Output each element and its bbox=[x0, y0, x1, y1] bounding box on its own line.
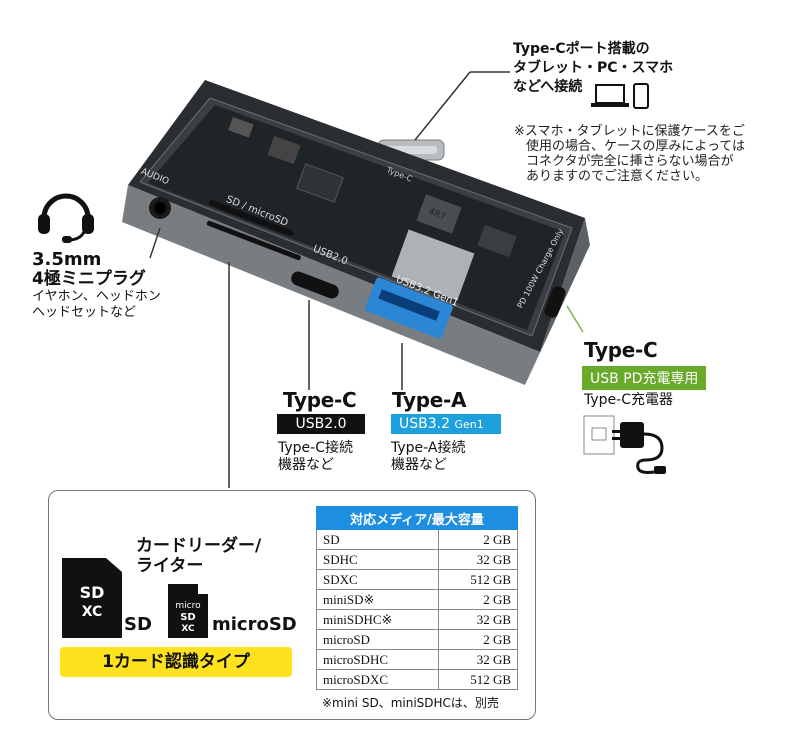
pd-port bbox=[544, 286, 566, 318]
top-note-line1: Type-Cポート搭載の bbox=[513, 41, 650, 57]
usb2-title: Type-C bbox=[283, 388, 357, 412]
card-slots bbox=[206, 199, 301, 261]
table-row: miniSD※2 GB bbox=[316, 589, 519, 610]
media-name-cell: miniSD※ bbox=[316, 589, 439, 610]
usb3-desc1: Type-A接続 bbox=[391, 440, 466, 456]
media-capacity-cell: 512 GB bbox=[437, 669, 519, 690]
case-note-line4: ありますのでご注意ください。 bbox=[526, 169, 709, 184]
sd-card-icon: SD XC bbox=[62, 558, 122, 638]
media-table-header: 対応メディア/最大容量 bbox=[316, 506, 518, 530]
media-capacity-cell: 2 GB bbox=[437, 529, 519, 550]
card-reader-title: カードリーダー/ ライター bbox=[136, 536, 261, 576]
media-capacity-cell: 32 GB bbox=[437, 609, 519, 630]
usb3-title: Type-A bbox=[392, 388, 467, 412]
audio-info: 3.5mm 4極ミニプラグ イヤホン、ヘッドホン ヘッドセットなど bbox=[32, 250, 161, 321]
usb2-badge: USB2.0 bbox=[277, 414, 365, 434]
top-note: Type-Cポート搭載の タブレット・PC・スマホ などへ接続 bbox=[513, 40, 673, 97]
media-capacity-cell: 2 GB bbox=[437, 589, 519, 610]
usb3-badge-main: USB3.2 bbox=[399, 416, 451, 432]
card-reader-title1: カードリーダー/ bbox=[136, 536, 262, 556]
card-recognition-banner: 1カード認識タイプ bbox=[60, 647, 292, 677]
usb2-desc1: Type-C接続 bbox=[278, 440, 353, 456]
svg-text:SD: SD bbox=[80, 583, 105, 602]
usb3-badge: USB3.2 Gen1 bbox=[391, 414, 501, 434]
audio-title2: 4極ミニプラグ bbox=[32, 269, 146, 289]
microsd-card-icon: micro SD XC bbox=[168, 584, 208, 638]
audio-desc1: イヤホン、ヘッドホン bbox=[32, 289, 161, 304]
media-name-cell: microSDHC bbox=[316, 649, 439, 670]
media-name-cell: SDXC bbox=[316, 569, 439, 590]
media-capacity-cell: 512 GB bbox=[437, 569, 519, 590]
usb2-desc: Type-C接続 機器など bbox=[278, 440, 353, 474]
svg-text:micro: micro bbox=[175, 601, 201, 611]
usb3-badge-sub: Gen1 bbox=[454, 418, 484, 431]
media-name-cell: miniSDHC※ bbox=[316, 609, 439, 630]
pd-port-desc: Type-C充電器 bbox=[584, 392, 673, 408]
svg-text:SD: SD bbox=[180, 612, 196, 623]
pd-port-badge: USB PD充電専用 bbox=[582, 366, 707, 390]
pd-port-title: Type-C bbox=[584, 338, 658, 362]
media-name-cell: SD bbox=[316, 529, 439, 550]
case-note-line3: コネクタが完全に挿さらない場合が bbox=[526, 154, 734, 169]
svg-text:XC: XC bbox=[181, 624, 195, 634]
microsd-label: microSD bbox=[212, 614, 297, 635]
audio-title1: 3.5mm bbox=[32, 249, 102, 270]
media-capacity-cell: 32 GB bbox=[437, 549, 519, 570]
card-reader-title2: ライター bbox=[136, 556, 204, 576]
svg-text:XC: XC bbox=[82, 604, 103, 620]
headset-icon bbox=[38, 193, 94, 243]
audio-jack bbox=[149, 197, 171, 219]
laptop-phone-icon bbox=[591, 83, 649, 109]
media-name-cell: SDHC bbox=[316, 549, 439, 570]
case-note: ※スマホ・タブレットに保護ケースをご 使用の場合、ケースの厚みによっては コネク… bbox=[514, 124, 745, 184]
top-note-line2: タブレット・PC・スマホ bbox=[513, 60, 674, 76]
case-note-line1: ※スマホ・タブレットに保護ケースをご bbox=[514, 124, 745, 139]
sd-label: SD bbox=[124, 614, 152, 635]
usb2-desc2: 機器など bbox=[278, 457, 334, 473]
media-name-cell: microSDXC bbox=[316, 669, 439, 690]
media-capacity-cell: 32 GB bbox=[437, 649, 519, 670]
charger-icon bbox=[583, 415, 666, 474]
case-note-line2: 使用の場合、ケースの厚みによっては bbox=[526, 139, 746, 154]
usb-c-port bbox=[291, 271, 339, 299]
top-note-line3: などへ接続 bbox=[513, 79, 583, 95]
usb3-desc: Type-A接続 機器など bbox=[391, 440, 465, 474]
audio-desc2: ヘッドセットなど bbox=[32, 305, 137, 320]
media-footnote: ※mini SD、miniSDHCは、別売 bbox=[322, 696, 499, 710]
table-row: miniSDHC※32 GB bbox=[316, 609, 519, 630]
media-capacity-cell: 2 GB bbox=[437, 629, 519, 650]
media-name-cell: microSD bbox=[316, 629, 439, 650]
usb-a-port bbox=[365, 277, 453, 339]
usb3-desc2: 機器など bbox=[391, 457, 447, 473]
